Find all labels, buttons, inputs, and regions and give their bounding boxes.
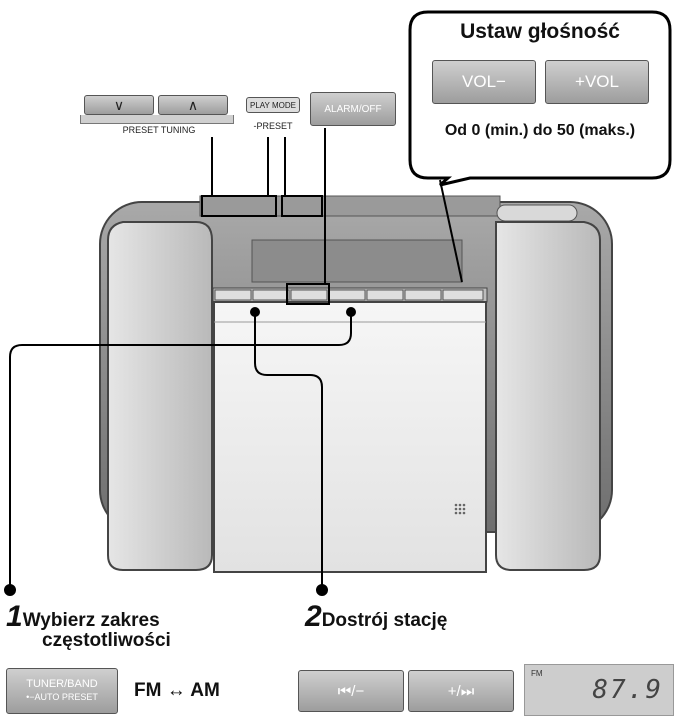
prev-tune-button[interactable]: ⏮/− bbox=[298, 670, 404, 712]
preset-down-button[interactable]: ∨ bbox=[84, 95, 154, 115]
band-toggle-text: FM ↔ AM bbox=[134, 680, 220, 701]
play-mode-button[interactable]: PLAY MODE bbox=[246, 97, 300, 113]
preset-up-button[interactable]: ∧ bbox=[158, 95, 228, 115]
vol-minus-button[interactable]: VOL− bbox=[432, 60, 536, 104]
preset-tuning-label: PRESET TUNING bbox=[122, 125, 196, 135]
step1-line1: Wybierz zakres bbox=[22, 610, 160, 631]
left-speaker bbox=[107, 221, 213, 571]
step1-heading: 1Wybierz zakres bbox=[6, 600, 160, 634]
next-tune-button[interactable]: +/⏭ bbox=[408, 670, 514, 712]
lcd-frequency: 87.9 bbox=[592, 675, 663, 705]
lcd-display: FM 87.9 bbox=[524, 664, 674, 716]
step2-label: Dostrój stację bbox=[321, 610, 448, 631]
volume-callout-bubble bbox=[408, 10, 672, 187]
play-mode-sublabel: -PRESET bbox=[253, 121, 293, 131]
volume-callout-title: Ustaw głośność bbox=[460, 20, 620, 43]
step2-number: 2 bbox=[305, 600, 322, 633]
device-display bbox=[251, 239, 463, 283]
step1-line2: częstotliwości bbox=[42, 630, 171, 651]
tuner-band-line2: •−AUTO PRESET bbox=[26, 692, 98, 702]
vol-plus-button[interactable]: +VOL bbox=[545, 60, 649, 104]
tuner-band-line1: TUNER/BAND bbox=[26, 678, 98, 690]
tuner-band-button[interactable]: TUNER/BAND •−AUTO PRESET bbox=[6, 668, 118, 714]
preset-tuning-base bbox=[80, 115, 234, 124]
step2-heading: 2Dostrój stację bbox=[305, 600, 447, 634]
right-speaker bbox=[495, 221, 601, 571]
lcd-band-label: FM bbox=[531, 669, 543, 678]
volume-range-text: Od 0 (min.) do 50 (maks.) bbox=[444, 122, 636, 139]
front-cover bbox=[213, 301, 487, 573]
step1-number: 1 bbox=[6, 600, 23, 633]
alarm-off-button[interactable]: ALARM/OFF bbox=[310, 92, 396, 126]
